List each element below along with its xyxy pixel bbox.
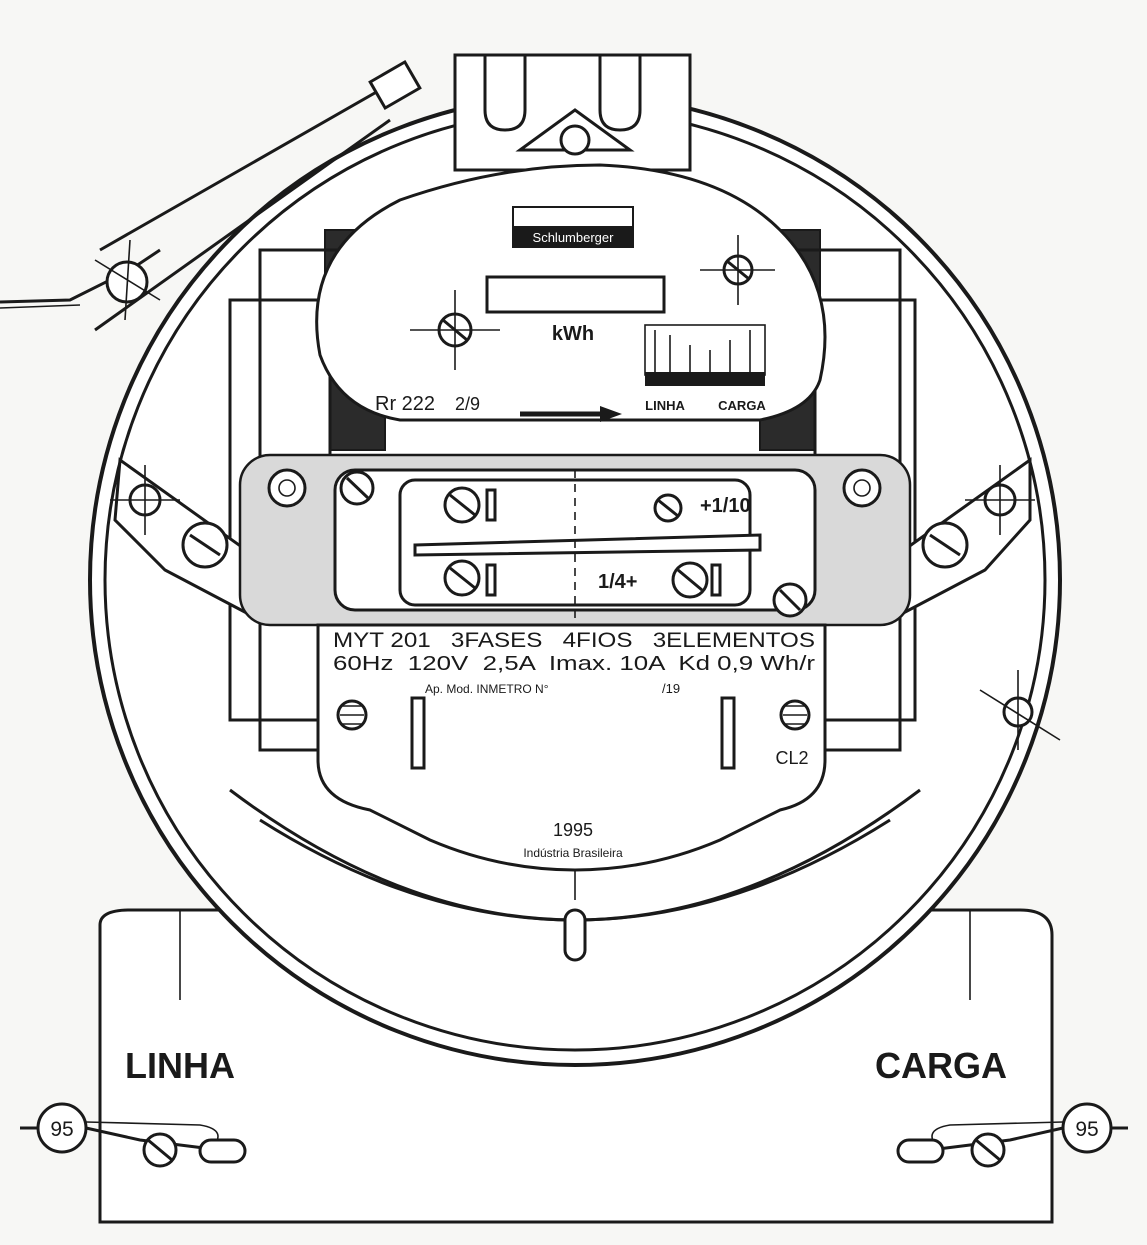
register-unit: kWh xyxy=(552,323,594,345)
seal-left: 95 xyxy=(20,1102,247,1168)
adjustment-slot xyxy=(413,533,762,557)
screw-icon xyxy=(653,493,683,523)
screw-icon xyxy=(339,470,375,506)
register-ratio: Rr 222 xyxy=(375,393,435,415)
nameplate-line1: MYT 201 3FASES 4FIOS 3ELEMENTOS xyxy=(333,629,815,652)
accuracy-class: CL2 xyxy=(775,748,808,768)
screw-icon xyxy=(700,235,775,305)
register-ratio-fraction: 2/9 xyxy=(455,394,480,414)
screw-icon xyxy=(965,465,1035,535)
wiring-schematic: LINHA CARGA xyxy=(644,324,766,413)
origin-label: Indústria Brasileira xyxy=(523,846,623,860)
mini-label-load: CARGA xyxy=(718,398,766,413)
adjust-label-upper: +1/10 xyxy=(700,495,751,517)
nameplate-line3: Ap. Mod. INMETRO N° xyxy=(425,682,549,696)
screw-icon xyxy=(443,486,497,524)
brand-label: Schlumberger xyxy=(533,230,615,245)
screw-icon xyxy=(267,468,307,508)
seal-right: 95 xyxy=(896,1102,1128,1168)
register-window xyxy=(485,275,666,314)
terminal-label-load: CARGA xyxy=(875,1045,1007,1086)
terminal-label-line: LINHA xyxy=(125,1045,235,1086)
screw-icon xyxy=(410,290,500,370)
screw-icon xyxy=(979,670,1061,750)
screw-icon xyxy=(842,468,882,508)
seal-tag-right: 95 xyxy=(1075,1118,1098,1141)
seal-tag-left: 95 xyxy=(50,1118,73,1141)
adjust-label-lower: 1/4+ xyxy=(598,571,637,593)
mini-label-line: LINHA xyxy=(645,398,685,413)
screw-icon xyxy=(443,559,497,597)
screw-icon xyxy=(110,465,180,535)
nameplate-line3-suffix: /19 xyxy=(662,681,680,696)
manufacture-year: 1995 xyxy=(553,820,593,840)
screw-icon xyxy=(336,699,368,731)
screw-icon xyxy=(181,521,229,569)
screw-icon xyxy=(779,699,811,731)
screw-icon xyxy=(921,521,969,569)
top-hanger xyxy=(453,53,692,172)
nameplate-line2: 60Hz 120V 2,5A Imax. 10A Kd 0,9 Wh/r xyxy=(333,653,815,675)
seal-wire-top xyxy=(0,59,422,332)
screw-icon xyxy=(772,582,808,618)
screw-icon xyxy=(671,561,722,599)
